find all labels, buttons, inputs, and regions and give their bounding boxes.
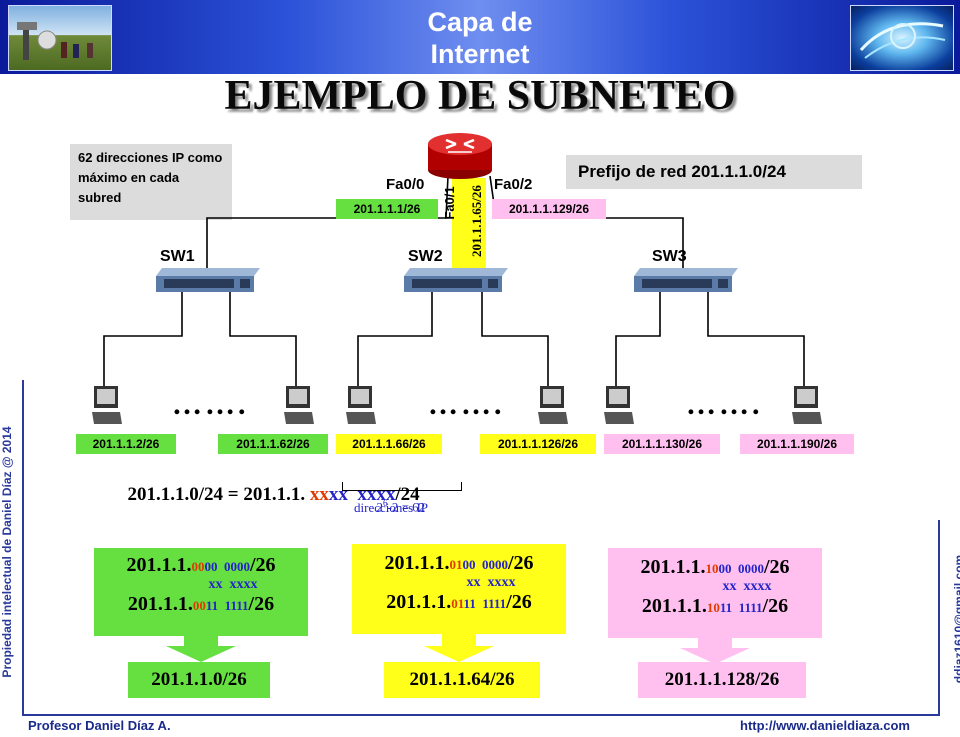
formula-exponent: 6 (383, 498, 388, 508)
host-ip-label: 201.1.1.190/26 (740, 434, 854, 454)
equation-brace (342, 482, 462, 491)
header-bar (0, 0, 960, 74)
header-title-line1: Capa de (427, 7, 533, 37)
equation-host-bits: xx xxxx (328, 484, 396, 505)
formula-base: 2 (376, 499, 384, 515)
right-border-line (938, 520, 940, 716)
subnet-last-address: 201.1.1.0011 1111/26 (127, 593, 275, 615)
fa00-ip-label: 201.1.1.1/26 (336, 199, 438, 219)
network-prefix-text: Prefijo de red 201.1.1.0/24 (578, 162, 786, 181)
subnet-result-3: 201.1.1.128/26 (638, 662, 806, 698)
host-count-caption: direcciones IP (354, 500, 429, 515)
switch-sw3-icon (634, 268, 738, 292)
digital-hand-image (850, 5, 954, 71)
bottom-border-line (22, 714, 940, 716)
subnet-bit-mask: xx xxxx (722, 579, 772, 594)
more-hosts-dots: ……. (686, 388, 763, 421)
header-title-line2: Internet (430, 39, 530, 69)
email-vertical-text: ddiaz1610@gmail.com (952, 554, 960, 684)
equation-network-bits: xx (309, 484, 329, 505)
field-photo-image (8, 5, 112, 71)
max-addresses-note: 62 direcciones IP como máximo en cada su… (70, 144, 232, 220)
footer-author: Profesor Daniel Díaz A. (28, 718, 171, 733)
host-pc-icon (92, 386, 122, 426)
left-border-line (22, 380, 24, 716)
header-title: Capa de Internet (330, 6, 630, 70)
fa02-ip-label: 201.1.1.129/26 (492, 199, 606, 219)
subnet-last-address: 201.1.1.0111 1111/26 (386, 591, 532, 613)
router-icon (426, 130, 494, 180)
fa02-label: Fa0/2 (494, 176, 533, 193)
network-prefix-note: Prefijo de red 201.1.1.0/24 (566, 155, 862, 189)
more-hosts-dots: ……. (428, 388, 505, 421)
footer-website: http://www.danieldiaza.com (740, 718, 910, 733)
equation-prefix: 201.1.1.0/24 = 201.1.1. (127, 484, 310, 505)
host-pc-icon (346, 386, 376, 426)
host-ip-label: 201.1.1.130/26 (604, 434, 720, 454)
host-pc-icon (284, 386, 314, 426)
more-hosts-dots: ……. (172, 388, 249, 421)
subnet-bit-mask: xx xxxx (208, 577, 258, 592)
copyright-vertical-text: Propiedad intelectual de Daniel Díaz @ 2… (0, 426, 14, 678)
fa00-label: Fa0/0 (386, 176, 425, 193)
host-pc-icon (604, 386, 634, 426)
max-addresses-text: 62 direcciones IP como máximo en cada su… (78, 150, 223, 205)
host-count-formula: 26-2 = 62 (370, 482, 426, 515)
fa01-link-strip (452, 178, 486, 270)
subnet-last-address: 201.1.1.1011 1111/26 (641, 595, 789, 617)
host-ip-label: 201.1.1.2/26 (76, 434, 176, 454)
equation-suffix: /24 (395, 484, 420, 505)
host-pc-icon (538, 386, 568, 426)
network-equation: 201.1.1.0/24 = 201.1.1. xxxx xxxx/24 (118, 462, 420, 506)
subnet-first-address: 201.1.1.0000 0000/26 (126, 554, 276, 576)
host-ip-label: 201.1.1.66/26 (336, 434, 442, 454)
subnet-binary-box-1: 201.1.1.0000 0000/26 xx xxxx 201.1.1.001… (94, 548, 308, 636)
switch-label-sw3: SW3 (652, 248, 687, 265)
switch-label-sw2: SW2 (408, 248, 443, 265)
host-ip-label: 201.1.1.62/26 (218, 434, 328, 454)
subnet-result-2: 201.1.1.64/26 (384, 662, 540, 698)
subnet-binary-box-3: 201.1.1.1000 0000/26 xx xxxx 201.1.1.101… (608, 548, 822, 638)
switch-sw2-icon (404, 268, 508, 292)
subnet-first-address: 201.1.1.0100 0000/26 (384, 552, 534, 574)
switch-label-sw1: SW1 (160, 248, 195, 265)
switch-sw1-icon (156, 268, 260, 292)
subnet-binary-box-2: 201.1.1.0100 0000/26 xx xxxx 201.1.1.011… (352, 544, 566, 634)
page-title: EJEMPLO DE SUBNETEO (224, 73, 736, 119)
host-pc-icon (792, 386, 822, 426)
subnet-result-1: 201.1.1.0/26 (128, 662, 270, 698)
subnet-first-address: 201.1.1.1000 0000/26 (640, 556, 790, 578)
subnet-bit-mask: xx xxxx (466, 575, 516, 590)
formula-rest: -2 = 62 (387, 499, 426, 515)
host-ip-label: 201.1.1.126/26 (480, 434, 596, 454)
